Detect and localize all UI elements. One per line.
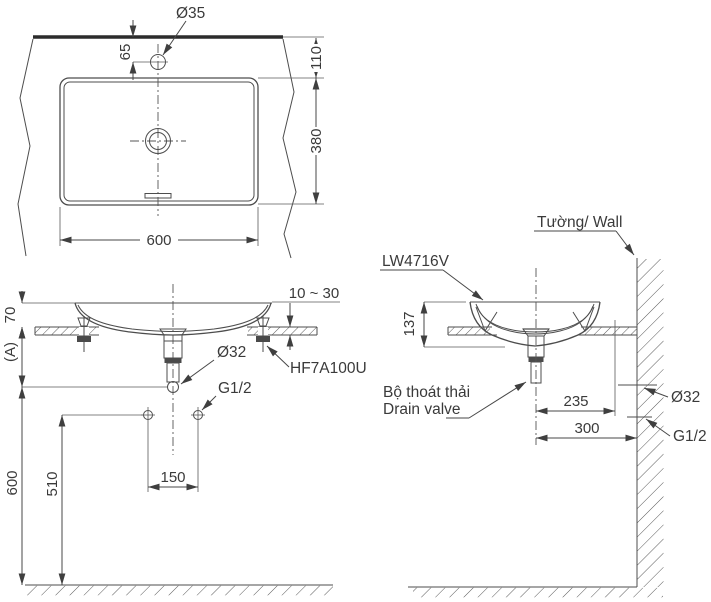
dim-137-text: 137 xyxy=(401,311,418,336)
model-callout: LW4716V xyxy=(380,253,484,301)
dim-hole-spacing: 150 xyxy=(147,423,199,492)
floor-left xyxy=(25,584,333,596)
front-view: 70 (A) 10 ~ 30 Ø32 HF7A100U G1/2 xyxy=(2,284,367,596)
wall-label: Tường/ Wall xyxy=(537,214,622,231)
dim-supply-height: 510 xyxy=(44,414,143,585)
dim-300-text: 300 xyxy=(574,420,599,437)
wall-callout: Tường/ Wall xyxy=(534,214,635,256)
drain-valve-front xyxy=(159,328,187,393)
drain-valve-label-vi: Bộ thoát thải xyxy=(383,384,470,401)
dim-235-text: 235 xyxy=(563,393,588,410)
supply-thread-front-label: G1/2 xyxy=(218,380,252,397)
dim-drain-dia-front: Ø32 xyxy=(180,344,246,385)
break-line-right xyxy=(282,38,297,259)
dim-600-plan-text: 600 xyxy=(146,232,171,249)
dim-380-text: 380 xyxy=(308,128,325,153)
dim-a: (A) xyxy=(2,327,167,388)
dim-70-text: 70 xyxy=(2,307,19,324)
wall-supply-callout: G1/2 xyxy=(645,418,707,445)
basin-outline-outer xyxy=(59,77,259,206)
dim-basin-height: 137 xyxy=(401,301,505,348)
counter-section-side xyxy=(447,326,637,336)
dim-235: 235 xyxy=(536,320,616,416)
dim-counter-overhang: 110 xyxy=(258,36,325,79)
dim-150-text: 150 xyxy=(160,469,185,486)
fixing-kit-label: HF7A100U xyxy=(290,360,367,377)
drain-valve-callout: Bộ thoát thải Drain valve xyxy=(383,381,527,419)
floor-right xyxy=(408,586,663,598)
supply-thread-callout-front: G1/2 xyxy=(201,380,252,411)
drain-hole-outer xyxy=(145,128,171,154)
dim-300: 300 xyxy=(536,420,637,442)
dim-10-30-text: 10 ~ 30 xyxy=(289,285,339,302)
dim-510-text: 510 xyxy=(44,471,61,496)
dim-110-text: 110 xyxy=(308,46,325,70)
dim-A-text: (A) xyxy=(2,342,19,362)
faucet-dia-label: Ø35 xyxy=(176,5,205,22)
fixing-bolt-left xyxy=(77,316,91,352)
plan-view: Ø35 65 110 380 600 xyxy=(17,5,325,259)
fixing-bolt-right xyxy=(256,316,270,352)
drain-dia-front-label: Ø32 xyxy=(217,344,246,361)
supply-holes xyxy=(141,407,205,423)
dim-600-front-text: 600 xyxy=(4,470,21,495)
basin-side-profile xyxy=(469,301,601,347)
break-line-left xyxy=(17,38,34,257)
model-label: LW4716V xyxy=(382,253,450,270)
basin-outline-inner xyxy=(63,81,255,202)
dim-basin-width: 600 xyxy=(59,207,259,249)
drain-valve-label-en: Drain valve xyxy=(383,401,461,418)
wall-drain-dia-label: Ø32 xyxy=(671,389,700,406)
overflow-slot xyxy=(144,193,172,199)
wall-supply-thread-label: G1/2 xyxy=(673,428,707,445)
basin-front-profile xyxy=(74,302,272,336)
dim-65-text: 65 xyxy=(117,44,134,61)
side-view: Tường/ Wall LW4716V 137 Bộ thoát thải Dr… xyxy=(380,214,707,598)
dim-counter-thickness: 10 ~ 30 xyxy=(272,285,340,350)
dim-faucet-offset: 65 xyxy=(117,20,137,80)
wall-drain-callout: Ø32 xyxy=(643,387,700,406)
dim-faucet-dia: Ø35 xyxy=(162,5,205,56)
dim-drain-height: 600 xyxy=(4,387,26,585)
fixing-kit-callout: HF7A100U xyxy=(266,345,367,377)
dim-basin-depth: 380 xyxy=(258,78,325,205)
drain-hole-inner xyxy=(149,132,167,150)
